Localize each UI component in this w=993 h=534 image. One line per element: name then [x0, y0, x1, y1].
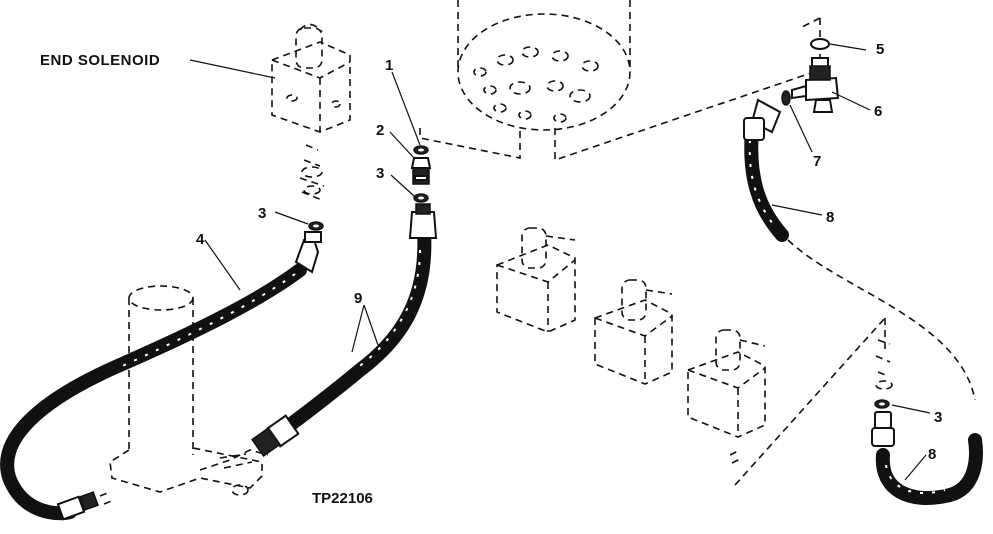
callout-1: 1 — [385, 57, 393, 74]
callout-5: 5 — [876, 41, 884, 58]
hose-8-lower — [871, 399, 983, 506]
callout-2: 2 — [376, 122, 384, 139]
leader-lines — [189, 43, 931, 481]
callout-8-lower: 8 — [928, 446, 936, 463]
solenoid-valve-c — [687, 329, 766, 464]
fittings-1-2-3 — [308, 145, 432, 231]
end-solenoid-valve — [271, 23, 351, 133]
hose-9 — [251, 203, 438, 457]
fittings-5-6-7 — [781, 38, 840, 113]
callout-3-center: 3 — [376, 165, 384, 182]
hose-4 — [0, 231, 322, 521]
callout-4: 4 — [196, 231, 205, 248]
hose-8-upper — [743, 98, 976, 401]
cylinder-outline — [109, 285, 269, 496]
end-solenoid-fittings — [299, 144, 325, 201]
callout-9: 9 — [354, 290, 362, 307]
callout-6: 6 — [874, 103, 882, 120]
callout-7: 7 — [813, 153, 821, 170]
mounting-bracket-outline — [734, 317, 893, 486]
callout-3-left: 3 — [258, 205, 266, 222]
callout-8-upper: 8 — [826, 209, 834, 226]
tank-port-holes — [473, 46, 599, 123]
callout-3-right: 3 — [934, 409, 942, 426]
figure-id: TP22106 — [312, 490, 373, 507]
solenoid-valve-a — [496, 227, 576, 333]
end-solenoid-label: END SOLENOID — [40, 52, 160, 69]
solenoid-valve-b — [594, 279, 673, 385]
